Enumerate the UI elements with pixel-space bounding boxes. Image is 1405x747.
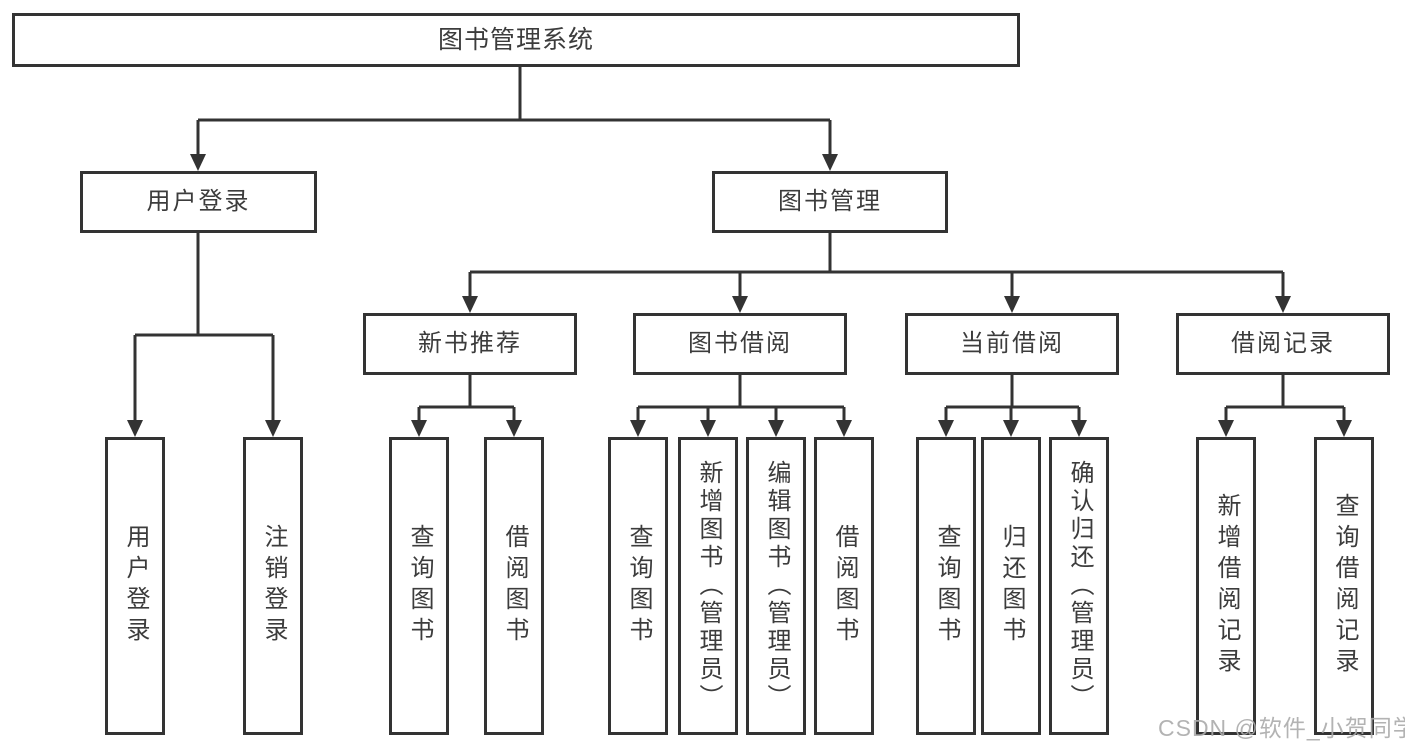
leaf-query-books-current: 查询图书: [916, 437, 976, 735]
leaf-user-login: 用户登录: [105, 437, 165, 735]
node-label: 借阅图书: [501, 524, 528, 648]
node-new-book-recommendation: 新书推荐: [363, 313, 577, 375]
node-label: 用户登录: [146, 188, 251, 215]
leaf-borrow-books-recommend: 借阅图书: [484, 437, 544, 735]
node-label: 当前借阅: [960, 330, 1064, 357]
node-label: 图书管理系统: [437, 25, 594, 54]
node-user-login: 用户登录: [80, 171, 317, 233]
leaf-query-books-borrowing: 查询图书: [608, 437, 668, 735]
node-book-borrowing: 图书借阅: [633, 313, 847, 375]
leaf-borrow-books-borrowing: 借阅图书: [814, 437, 874, 735]
node-label: 借阅图书: [831, 524, 858, 648]
node-label: 借阅记录: [1231, 330, 1335, 357]
leaf-add-borrow-record: 新增借阅记录: [1196, 437, 1256, 735]
node-label: 查询借阅记录: [1331, 493, 1358, 679]
node-label: 确认归还（管理员）: [1066, 460, 1093, 712]
leaf-add-books-admin: 新增图书（管理员）: [678, 437, 738, 735]
node-label: 查询图书: [933, 524, 960, 648]
node-book-management: 图书管理: [712, 171, 948, 233]
node-label: 归还图书: [998, 524, 1025, 648]
leaf-query-borrow-record: 查询借阅记录: [1314, 437, 1374, 735]
leaf-logout: 注销登录: [243, 437, 303, 735]
node-label: 编辑图书（管理员）: [763, 460, 790, 712]
node-label: 图书借阅: [688, 330, 792, 357]
leaf-return-books: 归还图书: [981, 437, 1041, 735]
leaf-query-books-recommend: 查询图书: [389, 437, 449, 735]
node-borrowing-records: 借阅记录: [1176, 313, 1390, 375]
csdn-watermark: CSDN @软件_小贺同学: [1158, 715, 1405, 741]
node-label: 新增图书（管理员）: [695, 460, 722, 712]
node-label: 用户登录: [122, 524, 149, 648]
node-label: 新书推荐: [418, 330, 522, 357]
leaf-confirm-return-admin: 确认归还（管理员）: [1049, 437, 1109, 735]
node-label: 图书管理: [778, 188, 882, 215]
node-label: 查询图书: [625, 524, 652, 648]
node-label: 新增借阅记录: [1213, 493, 1240, 679]
arrowheads: [127, 154, 1352, 437]
node-label: 注销登录: [260, 524, 287, 648]
leaf-edit-books-admin: 编辑图书（管理员）: [746, 437, 806, 735]
node-label: 查询图书: [406, 524, 433, 648]
node-library-management-system: 图书管理系统: [12, 13, 1020, 67]
node-current-borrowing: 当前借阅: [905, 313, 1119, 375]
